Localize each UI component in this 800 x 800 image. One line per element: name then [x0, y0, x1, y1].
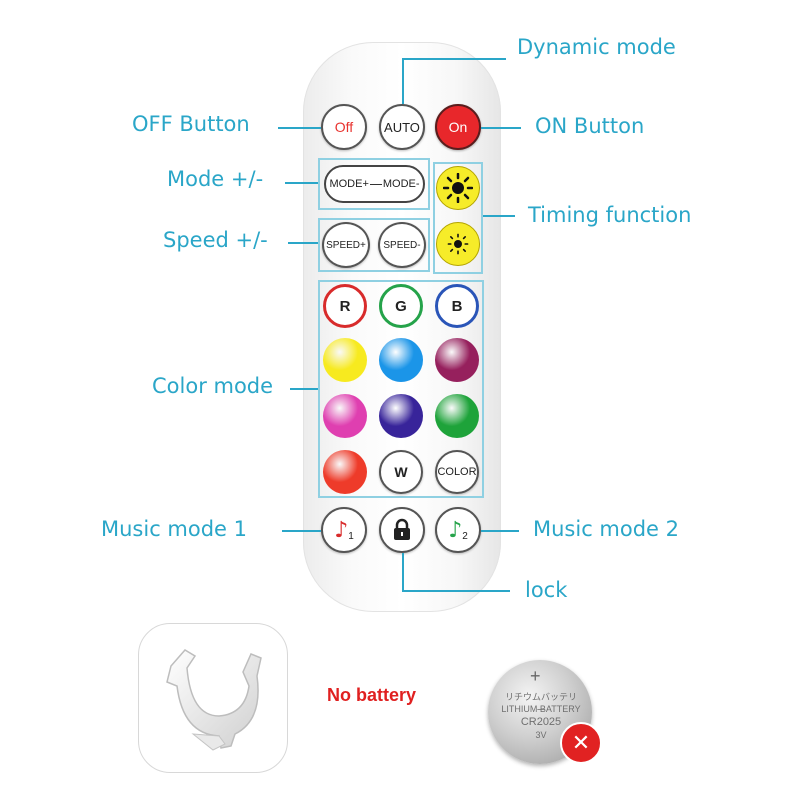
white-button-label: W	[394, 464, 408, 480]
speed-minus-label: SPEED-	[383, 239, 421, 251]
mode-group-frame	[318, 158, 430, 210]
callout-color-mode: Color mode	[152, 374, 274, 398]
green-button[interactable]: G	[379, 284, 423, 328]
clip-accessory-card	[138, 623, 288, 773]
lock-button[interactable]	[379, 507, 425, 553]
speed-plus-button[interactable]: SPEED+	[322, 222, 370, 268]
leader-line-dynamic-h	[402, 58, 506, 60]
mode-rocker-button[interactable]: MODE+ MODE-	[324, 165, 425, 203]
color-plum-button[interactable]	[435, 338, 479, 382]
music-note-red-icon: ♪	[334, 517, 349, 543]
callout-mode: Mode +/-	[167, 167, 264, 191]
color-indigo-button[interactable]	[379, 394, 423, 438]
mode-minus-label: MODE-	[382, 178, 420, 190]
mounting-clip-icon	[166, 649, 262, 751]
battery-plus-sign: +	[530, 666, 541, 686]
red-button-label: R	[339, 297, 351, 315]
leader-line-on	[481, 127, 521, 129]
x-mark-icon: ✕	[560, 722, 602, 764]
battery-text-voltage: 3V	[535, 730, 547, 740]
lock-icon	[394, 518, 410, 540]
timer-dim-button[interactable]	[436, 222, 480, 266]
timing-group-frame	[433, 162, 483, 274]
leader-line-lock-v	[402, 553, 404, 591]
music-mode-1-button[interactable]: ♪ 1	[321, 507, 367, 553]
battery-text-model: CR2025	[520, 716, 562, 728]
color-group-frame	[318, 280, 484, 498]
on-button[interactable]: On	[435, 104, 481, 150]
color-pink-button[interactable]	[323, 394, 367, 438]
callout-off-button: OFF Button	[132, 112, 250, 136]
white-button[interactable]: W	[379, 450, 423, 494]
color-sky-blue-button[interactable]	[379, 338, 423, 382]
speed-minus-button[interactable]: SPEED-	[378, 222, 426, 268]
leader-line-off	[278, 127, 321, 129]
leader-line-lock-h	[402, 590, 510, 592]
battery-text-lithium: LITHIUM BATTERY	[501, 704, 581, 714]
color-orange-red-button[interactable]	[323, 450, 367, 494]
on-button-label: On	[448, 119, 468, 135]
color-cycle-button[interactable]: COLOR	[435, 450, 479, 494]
leader-line-mode	[285, 182, 318, 184]
callout-lock: lock	[525, 578, 568, 602]
callout-on-button: ON Button	[535, 114, 645, 138]
leader-line-dynamic-v	[402, 58, 404, 104]
off-button[interactable]: Off	[321, 104, 367, 150]
mode-divider	[369, 183, 382, 185]
red-button[interactable]: R	[323, 284, 367, 328]
music-mode-2-button[interactable]: ♪ 2	[435, 507, 481, 553]
music-mode-1-sub: 1	[348, 530, 354, 542]
auto-button-label: AUTO	[384, 119, 420, 135]
mode-plus-label: MODE+	[329, 178, 369, 190]
timer-bright-button[interactable]	[436, 166, 480, 210]
battery-text-jp: リチウムバッテリー	[504, 693, 577, 716]
off-button-label: Off	[334, 119, 354, 135]
sun-small-icon	[447, 233, 469, 255]
leader-line-music2	[481, 530, 519, 532]
color-green-button[interactable]	[435, 394, 479, 438]
leader-line-speed	[288, 242, 318, 244]
speed-group-frame	[318, 218, 430, 272]
green-button-label: G	[395, 297, 407, 315]
color-cycle-label: COLOR	[437, 466, 477, 478]
callout-music-mode-1: Music mode 1	[101, 517, 248, 541]
callout-timing-function: Timing function	[528, 203, 692, 227]
blue-button-label: B	[451, 297, 463, 315]
leader-line-color	[290, 388, 318, 390]
leader-line-timing	[483, 215, 515, 217]
speed-plus-label: SPEED+	[326, 239, 366, 251]
color-yellow-button[interactable]	[323, 338, 367, 382]
auto-button[interactable]: AUTO	[379, 104, 425, 150]
music-mode-2-sub: 2	[462, 530, 468, 542]
callout-speed: Speed +/-	[163, 228, 268, 252]
blue-button[interactable]: B	[435, 284, 479, 328]
callout-music-mode-2: Music mode 2	[533, 517, 680, 541]
sun-icon	[443, 173, 473, 203]
music-note-green-icon: ♪	[448, 517, 463, 543]
callout-dynamic-mode: Dynamic mode	[517, 35, 676, 59]
no-battery-label: No battery	[327, 685, 417, 705]
leader-line-music1	[282, 530, 321, 532]
